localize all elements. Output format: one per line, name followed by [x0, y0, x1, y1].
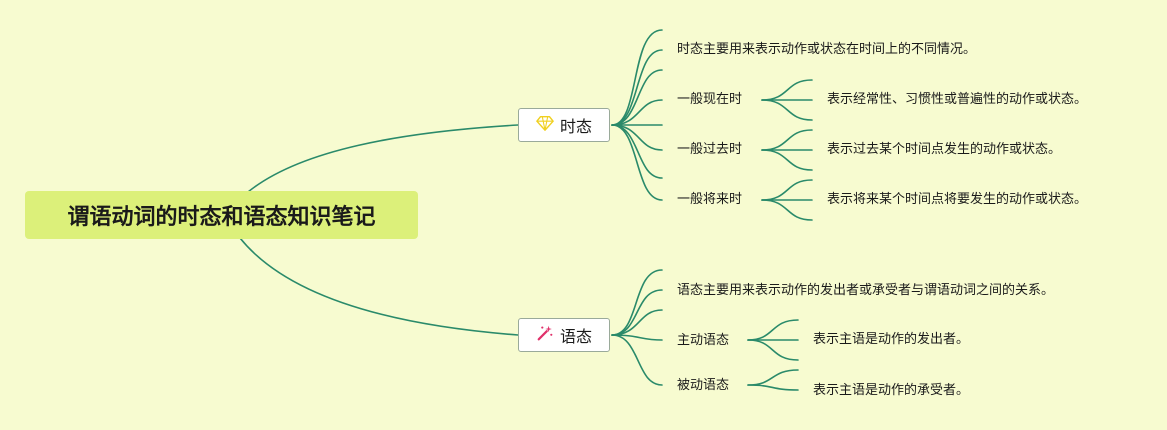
branch-tense-label: 时态: [559, 117, 592, 136]
tense-item-future[interactable]: 一般将来时: [677, 192, 743, 207]
tense-desc-future[interactable]: 表示将来某个时间点将要发生的动作或状态。: [827, 192, 1088, 207]
tense-definition[interactable]: 时态主要用来表示动作或状态在时间上的不同情况。: [677, 42, 977, 57]
connector-root-tense: [247, 124, 519, 193]
voice-desc-active[interactable]: 表示主语是动作的发出者。: [813, 332, 970, 347]
connector-tense-3: [611, 69, 663, 126]
connector-tense-6: [611, 124, 663, 151]
connector-tense-8: [611, 124, 663, 201]
voice-item-active[interactable]: 主动语态: [677, 333, 730, 348]
connector-voice-5: [611, 334, 663, 386]
branch-voice[interactable]: 语态: [518, 318, 610, 352]
voice-item-passive[interactable]: 被动语态: [677, 378, 730, 393]
tense-desc-past[interactable]: 表示过去某个时间点发生的动作或状态。: [827, 142, 1062, 157]
connector-voice-1: [611, 269, 663, 336]
magic-wand-icon: [536, 324, 554, 346]
tense-desc-present[interactable]: 表示经常性、习惯性或普遍性的动作或状态。: [827, 92, 1088, 107]
root-topic[interactable]: 谓语动词的时态和语态知识笔记: [25, 191, 418, 239]
diamond-icon: [536, 114, 554, 136]
voice-desc-passive[interactable]: 表示主语是动作的承受者。: [813, 383, 970, 398]
connector-tense-1: [611, 29, 663, 126]
tense-item-present[interactable]: 一般现在时: [677, 92, 743, 107]
tense-item-past[interactable]: 一般过去时: [677, 142, 743, 157]
voice-definition[interactable]: 语态主要用来表示动作的发出者或承受者与谓语动词之间的关系。: [677, 283, 1055, 298]
connector-voice-3: [611, 309, 663, 336]
connector-root-voice: [239, 237, 519, 336]
root-title: 谓语动词的时态和语态知识笔记: [67, 205, 376, 230]
connector-tense-2: [611, 49, 663, 126]
branch-tense[interactable]: 时态: [518, 108, 610, 142]
connector-voice-2: [611, 289, 663, 336]
branch-voice-label: 语态: [559, 327, 592, 346]
connector-tense-7: [611, 124, 663, 179]
